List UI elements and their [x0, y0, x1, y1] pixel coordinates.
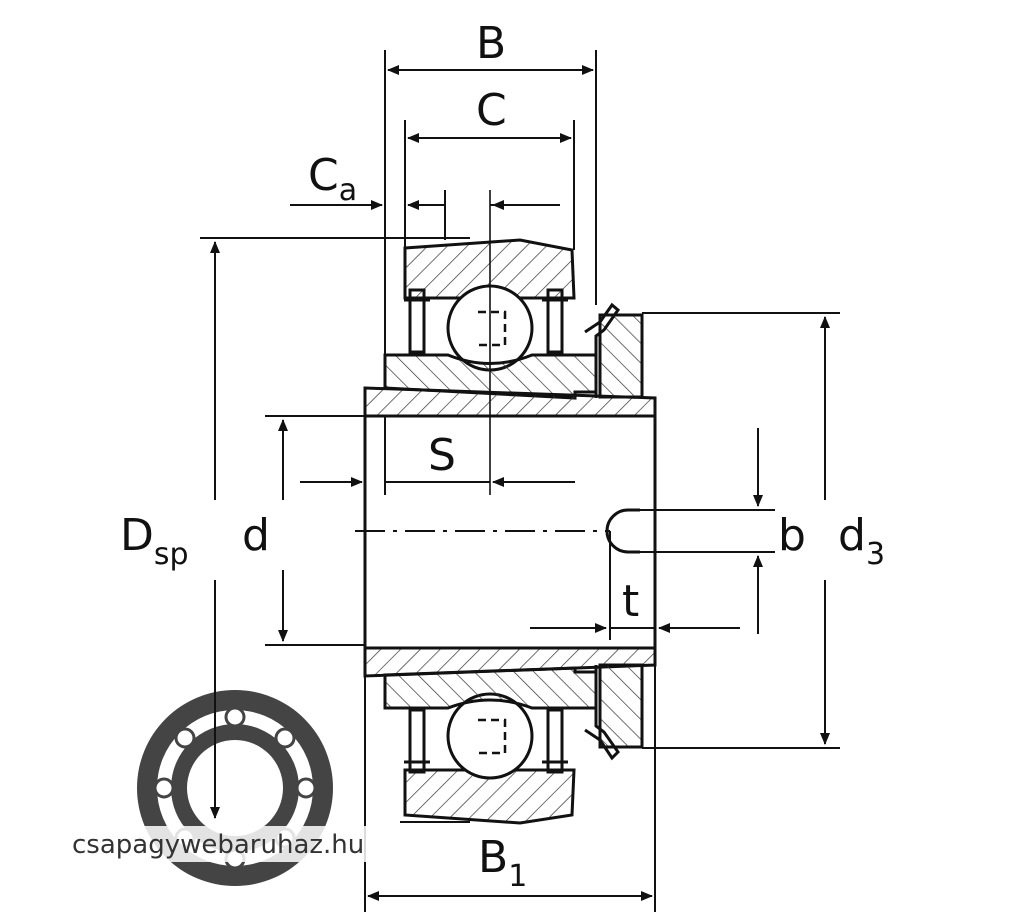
outer-ring-bottom [403, 768, 576, 825]
label-Dsp-main: D [120, 510, 154, 561]
label-d: d [242, 510, 270, 561]
label-B1-sub: 1 [508, 859, 527, 894]
label-d3-sub: 3 [866, 537, 885, 572]
label-Ca-sub: a [339, 173, 357, 208]
key-groove [605, 508, 640, 554]
lock-nut-top [584, 302, 644, 399]
watermark-text: csapagywebaruhaz.hu [72, 830, 364, 860]
label-b: b [778, 510, 806, 561]
label-Dsp-sub: sp [154, 537, 189, 572]
dimension-lines [200, 50, 840, 912]
label-Ca: Ca [308, 150, 357, 208]
ball-bottom [446, 692, 534, 780]
label-C: C [476, 85, 507, 136]
label-Dsp: Dsp [120, 510, 189, 572]
label-d3-main: d [838, 510, 866, 561]
seals [404, 288, 568, 774]
label-B1: B1 [478, 832, 527, 894]
label-Ca-main: C [308, 150, 339, 201]
watermark: csapagywebaruhaz.hu [60, 826, 400, 862]
lock-nut-bottom [584, 663, 644, 761]
label-d3: d3 [838, 510, 885, 572]
label-B1-main: B [478, 832, 508, 883]
label-t: t [622, 576, 639, 627]
label-B: B [476, 18, 506, 69]
label-S: S [428, 430, 456, 481]
